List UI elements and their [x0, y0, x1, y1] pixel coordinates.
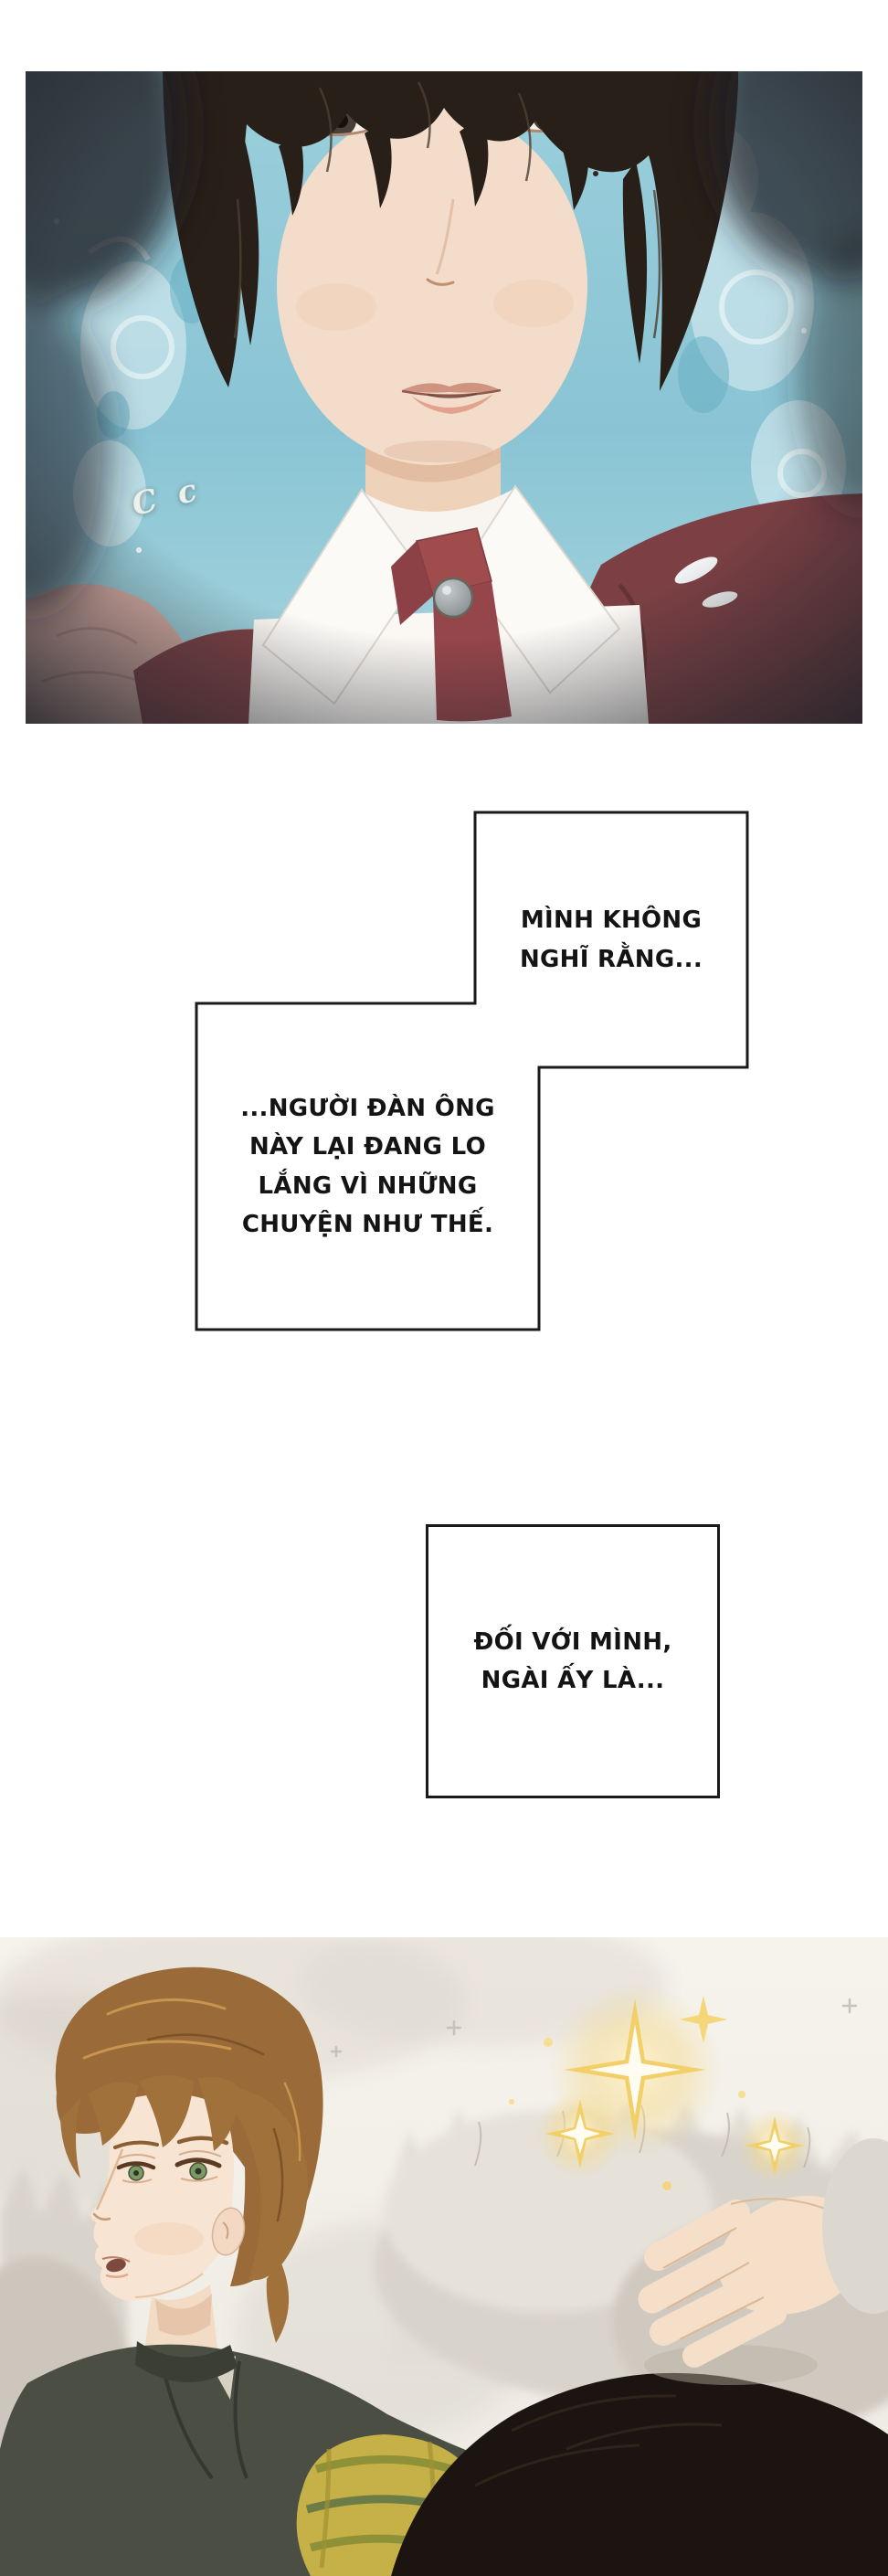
foreground-head — [391, 2372, 888, 2576]
top-panel-illustration: C c — [26, 71, 862, 724]
bottom-panel-art — [0, 1937, 888, 2576]
vignette — [26, 71, 862, 724]
top-panel-art — [26, 71, 862, 724]
open-mouth — [106, 2258, 126, 2273]
hand — [638, 2138, 888, 2385]
thought-box-3-text: ĐỐI VỚI MÌNH, NGÀI ẤY LÀ... — [473, 1627, 672, 1694]
thought-box-3: ĐỐI VỚI MÌNH, NGÀI ẤY LÀ... — [426, 1524, 720, 1798]
gold-sparkles — [509, 1983, 813, 2217]
green-eyes — [116, 2150, 222, 2184]
bottom-panel-illustration — [0, 1937, 888, 2576]
thought-box-1-text: MÌNH KHÔNG NGHĨ RẰNG... — [519, 906, 703, 973]
thought-box-2-text: ...NGƯỜI ĐÀN ÔNG NÀY LẠI ĐANG LO LẮNG VÌ… — [240, 1095, 495, 1238]
bangs — [60, 2075, 308, 2343]
hair-highlights — [82, 1998, 301, 2222]
